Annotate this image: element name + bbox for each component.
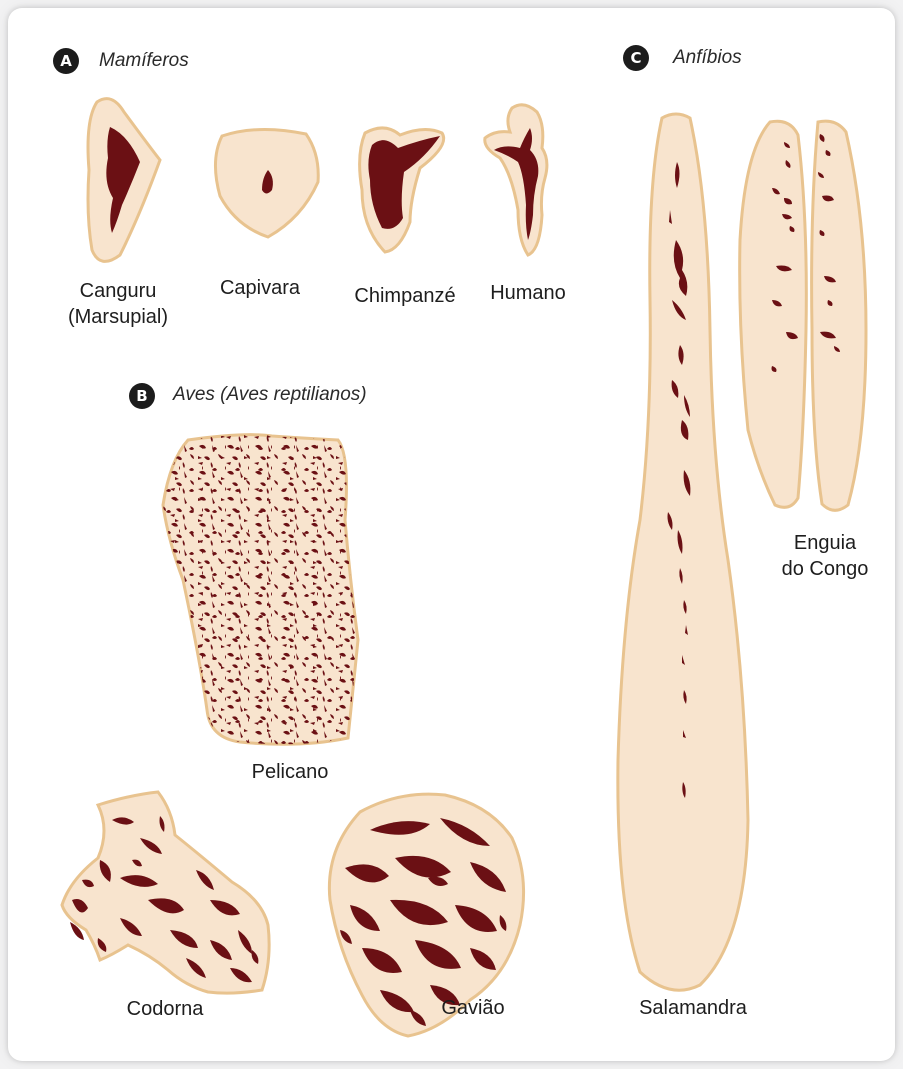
eel-label-line1: Enguia [770, 530, 880, 556]
quail-label: Codorna [110, 996, 220, 1022]
kangaroo-label-line1: Canguru [58, 278, 178, 304]
capybara-bone-section [215, 129, 318, 237]
eel-label: Enguia do Congo [770, 530, 880, 582]
kangaroo-label: Canguru (Marsupial) [58, 278, 178, 330]
salamander-bone-section [618, 114, 748, 990]
pelican-bone-section [163, 435, 358, 745]
salamander-label: Salamandra [628, 995, 758, 1021]
quail-bone-section [62, 792, 269, 993]
kangaroo-label-line2: (Marsupial) [58, 304, 178, 330]
capybara-label: Capivara [205, 275, 315, 301]
eel-label-line2: do Congo [770, 556, 880, 582]
hawk-label: Gavião [428, 995, 518, 1021]
chimpanzee-label: Chimpanzé [345, 283, 465, 309]
human-bone-section [485, 105, 547, 255]
kangaroo-bone-section [88, 99, 160, 262]
congo-eel-bone-section [740, 121, 866, 510]
pelican-label: Pelicano [235, 759, 345, 785]
human-label: Humano [478, 280, 578, 306]
chimpanzee-bone-section [360, 128, 444, 252]
